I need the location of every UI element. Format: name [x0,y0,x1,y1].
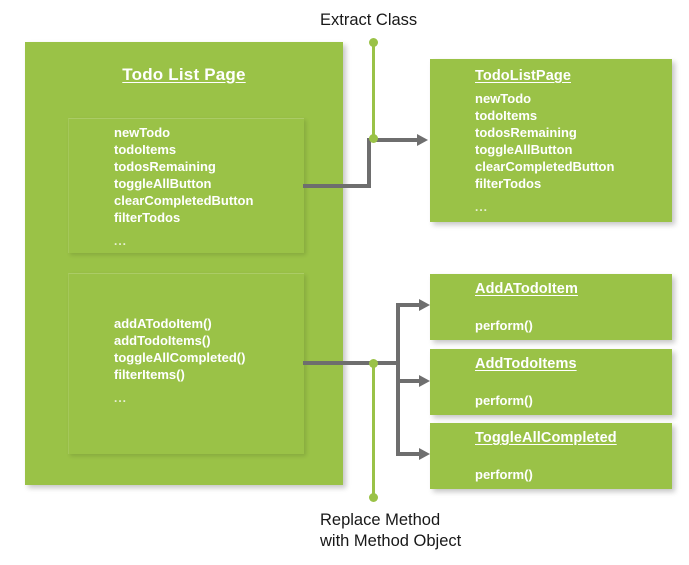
method-object-members-list: perform() [475,466,533,483]
annotation-dot-replace-method-anchor [369,359,378,368]
connector-branch-3 [396,452,420,456]
member-item: perform() [475,393,533,408]
method-object-members-list: perform() [475,392,533,409]
connector-branch-2-arrowhead [419,375,430,387]
connector-fields-vertical [367,138,371,188]
member-item: newTodo [475,91,532,106]
member-ellipsis: ... [114,234,128,248]
member-item: filterTodos [475,176,542,191]
member-item: toggleAllButton [475,142,573,157]
caption-replace-method-with-method-object: Replace Method with Method Object [320,511,462,550]
method-object-box-addatodoitem [430,274,672,340]
member-ellipsis: ... [475,200,489,214]
member-item: todosRemaining [114,159,216,174]
connector-branch-1-arrowhead [419,299,430,311]
connector-fields-horizontal-lower [303,184,371,188]
member-item: todoItems [114,142,177,157]
source-class-fields-compartment [68,118,304,253]
member-ellipsis: ... [114,391,128,405]
connector-fields-arrowhead [417,134,428,146]
extracted-class-members-list: newTodo todoItems todosRemaining toggleA… [475,90,614,216]
source-class-methods-compartment [68,273,304,454]
source-class-methods-list: addATodoItem() addTodoItems() toggleAllC… [114,315,245,407]
annotation-dot-top [369,38,378,47]
annotation-dot-extract-class-anchor [369,134,378,143]
member-item: addATodoItem() [114,316,212,331]
member-item: newTodo [114,125,171,140]
annotation-line-replace-method [372,363,375,498]
member-item: perform() [475,467,533,482]
member-item: toggleAllCompleted() [114,350,246,365]
member-item: addTodoItems() [114,333,211,348]
member-item: filterItems() [114,367,185,382]
member-item: perform() [475,318,533,333]
method-object-title: AddATodoItem [475,281,578,297]
connector-branch-1 [396,303,420,307]
member-item: toggleAllButton [114,176,212,191]
extracted-class-box-todolistpage [430,59,672,222]
source-class-title: Todo List Page [122,65,246,84]
connector-fields-horizontal-upper [367,138,418,142]
method-object-box-addtodoitems [430,349,672,415]
caption-extract-class: Extract Class [320,11,418,29]
member-item: filterTodos [114,210,181,225]
method-object-box-toggleallcompleted [430,423,672,489]
member-item: clearCompletedButton [475,159,615,174]
annotation-line-extract-class [372,42,375,139]
member-item: todoItems [475,108,538,123]
connector-branch-3-arrowhead [419,448,430,460]
annotation-dot-bottom [369,493,378,502]
method-object-title: ToggleAllCompleted [475,430,617,446]
source-class-fields-list: newTodo todoItems todosRemaining toggleA… [114,124,253,250]
extracted-class-title: TodoListPage [475,68,571,84]
member-item: todosRemaining [475,125,577,140]
connector-methods-trunk-horizontal [303,361,400,365]
method-object-members-list: perform() [475,317,533,334]
connector-branch-2 [396,379,420,383]
member-item: clearCompletedButton [114,193,254,208]
method-object-title: AddTodoItems [475,356,577,372]
